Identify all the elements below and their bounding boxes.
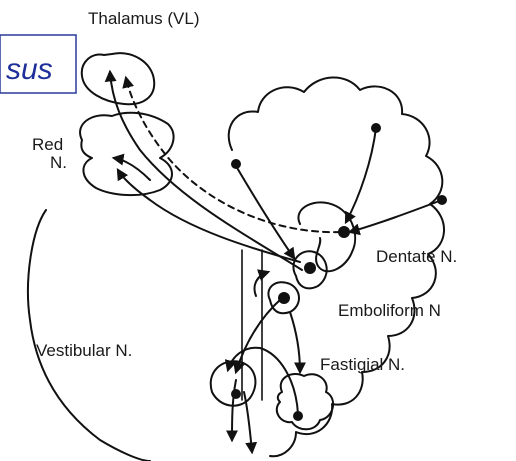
red-nucleus-outline	[80, 113, 173, 195]
cortex-dot-2	[371, 123, 381, 133]
vestibular-dot	[231, 389, 241, 399]
fastigial-arc	[228, 348, 298, 414]
label-dentate: Dentate N.	[376, 247, 457, 266]
flocculus-outline	[277, 374, 333, 429]
flocculus-dot	[293, 411, 303, 421]
red-nucleus-arrow	[114, 158, 150, 180]
fastigial-dot	[278, 292, 290, 304]
label-vestibular: Vestibular N.	[36, 341, 132, 360]
label-red-nucleus-line1: Red	[32, 135, 63, 154]
thalamus-outline	[82, 53, 154, 104]
input-arrow-right-top	[346, 128, 376, 222]
overlay-label-box: sus	[0, 35, 76, 93]
overlay-text: sus	[6, 53, 53, 86]
label-red-nucleus-line2: N.	[50, 153, 67, 172]
input-arrow-right	[350, 200, 442, 232]
label-emboliform: Emboliform N	[338, 301, 441, 320]
label-thalamus: Thalamus (VL)	[88, 9, 199, 28]
brainstem-outline	[28, 210, 150, 461]
fastigial-descending-2	[232, 380, 236, 440]
label-fastigial: Fastigial N.	[320, 355, 405, 374]
fastigial-arc-2	[290, 312, 300, 372]
cortex-dot-3	[437, 195, 447, 205]
pathway-to-red-nucleus	[118, 170, 300, 262]
emboliform-dot	[304, 262, 316, 274]
pathway-to-thalamus-dashed	[126, 78, 340, 232]
input-arrow-top	[236, 166, 294, 258]
cortex-dot-1	[231, 159, 241, 169]
dentate-dot	[338, 226, 350, 238]
cerebellum-outline	[229, 77, 444, 456]
